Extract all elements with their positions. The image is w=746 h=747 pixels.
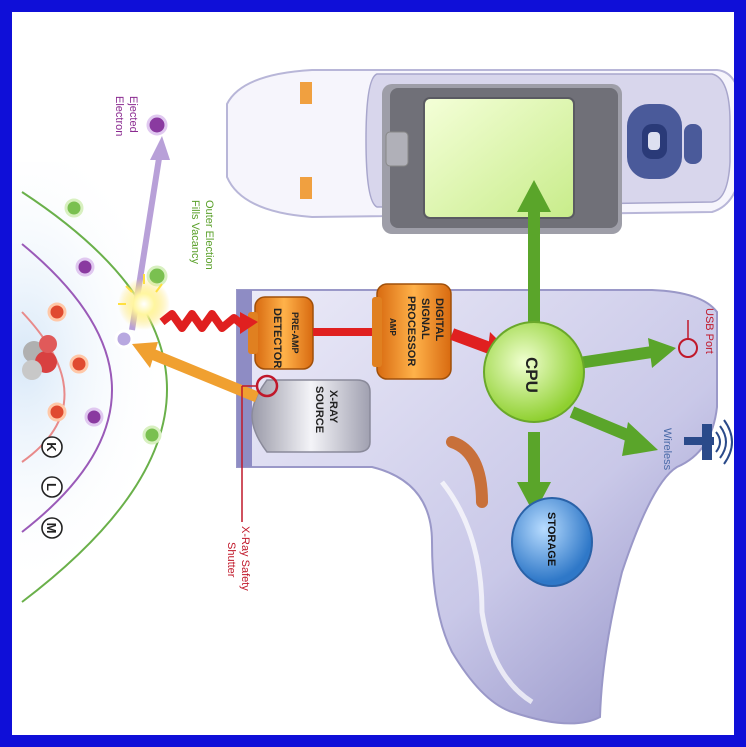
detector-label: DETECTOR [271, 308, 283, 368]
preamp-label: PRE-AMP [290, 312, 300, 354]
dsp-label-3: PROCESSOR [405, 296, 417, 366]
electron-k [49, 304, 65, 320]
display-screen [424, 98, 574, 218]
electron-l [86, 409, 102, 425]
electron-k [71, 356, 87, 372]
shutter-label-1: X-Ray Safety [239, 526, 251, 591]
m-shell-label: M [44, 523, 59, 534]
xray-label-1: X-RAY [327, 390, 339, 424]
electron-l [77, 259, 93, 275]
xray-label-2: SOURCE [313, 386, 325, 433]
ejected-electron [148, 116, 166, 134]
display-head [227, 70, 734, 234]
amp-label: AMP [388, 318, 397, 336]
xrf-analyzer-diagram: K L M Ejected Electron Outer Election Fi… [12, 12, 734, 735]
xray-source: X-RAY SOURCE [252, 380, 370, 452]
digital-signal-processor: DIGITAL SIGNAL PROCESSOR AMP [372, 284, 451, 379]
detector: PRE-AMP DETECTOR [248, 297, 313, 369]
shell-labels: K L M [42, 437, 62, 538]
wireless-label: Wireless [661, 428, 673, 471]
storage-label: STORAGE [545, 512, 557, 566]
ejected-electron-label-1: Ejected [127, 96, 139, 133]
electron-m [144, 427, 160, 443]
k-shell-label: K [44, 442, 59, 452]
usb-port-label: USB Port [703, 308, 715, 354]
diagram-canvas: K L M Ejected Electron Outer Election Fi… [12, 12, 734, 735]
storage: STORAGE [512, 498, 592, 586]
electron-m [66, 200, 82, 216]
l-shell-label: L [44, 483, 59, 491]
shutter-label-2: Shutter [225, 542, 237, 578]
ejected-electron-label-2: Electron [113, 96, 125, 136]
cpu: CPU [484, 322, 584, 422]
cpu-label: CPU [522, 357, 541, 393]
outer-electron-label-2: Fills Vacancy [189, 200, 201, 264]
outer-electron-label-1: Outer Election [203, 200, 215, 270]
dsp-label-1: DIGITAL [433, 298, 445, 341]
electron-vacancy [116, 331, 132, 347]
electron-k [49, 404, 65, 420]
dsp-label-2: SIGNAL [419, 298, 431, 340]
